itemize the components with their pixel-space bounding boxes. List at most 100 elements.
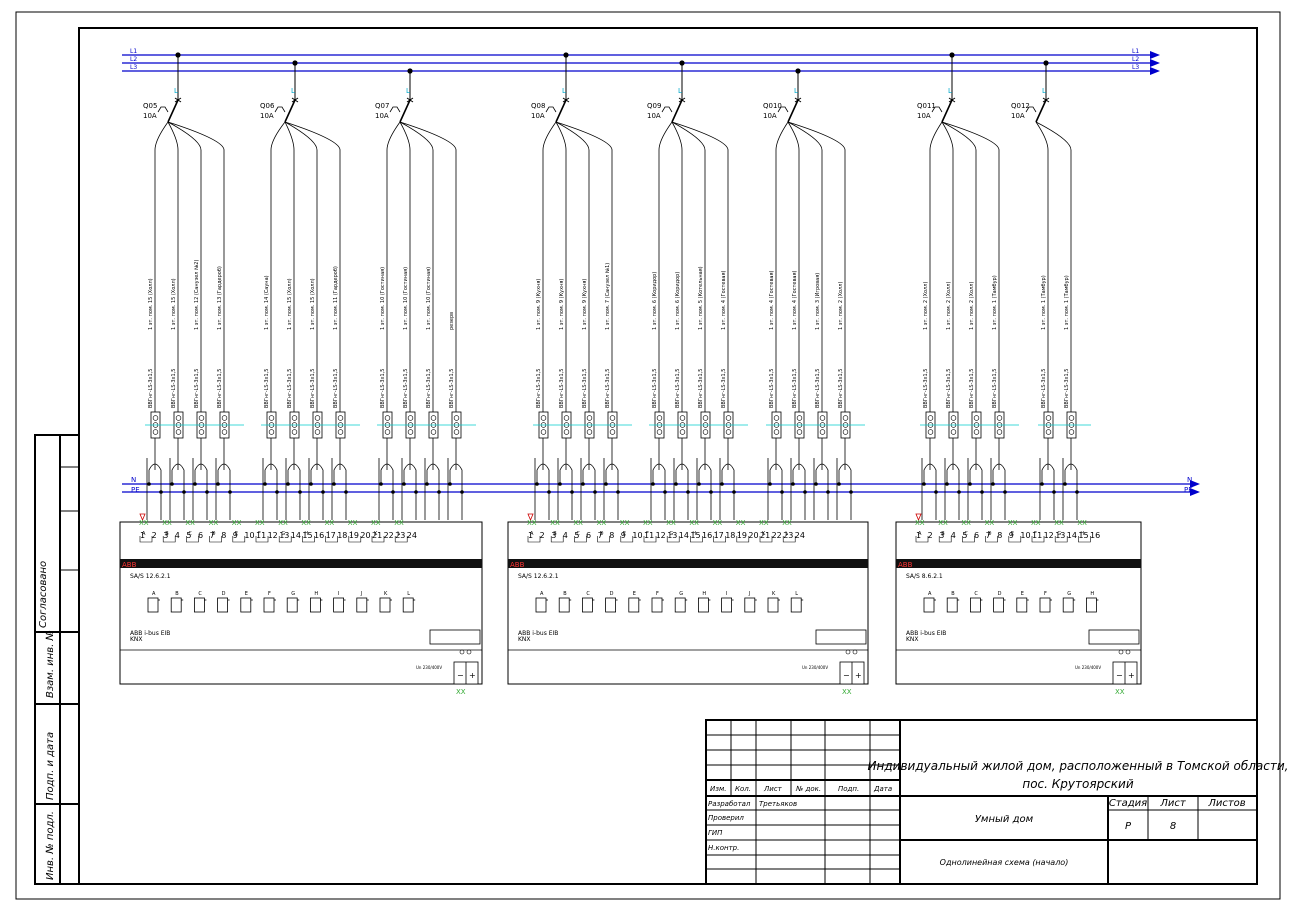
terminal-number: 14 — [679, 531, 689, 540]
circuit-8-1: 1 эт. пом. 1 (Тамбур)ВВГнг-LS-3х1,5 — [1035, 121, 1056, 520]
breaker-trip-mark — [291, 97, 299, 103]
circuit-6-2: 1 эт. пом. 4 (Гостевая)ВВГнг-LS-3х1,5 — [787, 121, 807, 520]
terminal-number: 5 — [186, 531, 191, 540]
actuator-drop-line — [449, 463, 463, 520]
actuator-drop-line — [792, 463, 806, 520]
circuit-1-1: 1 эт. пом. 15 (Холл)ВВГнг-LS-3х1,5 — [146, 121, 169, 520]
actuator-drop-line — [698, 463, 712, 520]
cable-label: ВВГнг-LS-3х1,5 — [217, 369, 223, 408]
circuit-description: 1 эт. пом. 9 (Кухня) — [559, 279, 565, 330]
circuit-line — [775, 121, 789, 470]
channel-label: F — [1044, 591, 1047, 597]
terminal-number: 12 — [1044, 531, 1054, 540]
breaker-thermal-symbol — [661, 106, 673, 113]
relay-contact-icon — [946, 597, 958, 613]
bus-wire-marks: XX — [842, 688, 852, 696]
actuator-drop-line — [605, 463, 619, 520]
wire-marks: XX — [139, 519, 149, 527]
circuit-description: 1 эт. пом. 9 (Кухня) — [536, 279, 542, 330]
terminal-screw — [679, 429, 686, 435]
terminal-pair-bracket — [1054, 536, 1068, 543]
terminal-screw — [656, 429, 663, 435]
actuator-drop-line — [264, 463, 278, 520]
relay-contact-icon — [721, 597, 732, 613]
sheet-header: Лист — [1159, 798, 1187, 809]
circuit-line — [941, 121, 1000, 470]
terminal-number: 3 — [939, 531, 944, 540]
circuit-4-1: 1 эт. пом. 9 (Кухня)ВВГнг-LS-3х1,5 — [534, 121, 557, 520]
terminal-number: 1 — [916, 531, 921, 540]
terminal-pair-bracket — [550, 536, 564, 543]
terminal-screw — [996, 415, 1003, 421]
wire-marks: XX — [961, 519, 971, 527]
terminal-screw — [430, 429, 437, 435]
channel-label: J — [748, 591, 750, 597]
cable-label: ВВГнг-LS-3х1,5 — [380, 369, 386, 408]
terminal-number: 2 — [540, 531, 545, 540]
terminal-screw — [996, 429, 1003, 435]
cable-label: ВВГнг-LS-3х1,5 — [559, 369, 565, 408]
terminal-number: 22 — [384, 531, 394, 540]
actuator-model: SA/S 12.6.2.1 — [130, 573, 171, 580]
circuit-line — [284, 121, 318, 470]
circuit-line — [270, 121, 286, 470]
bus-label-l3: L3 — [130, 64, 137, 71]
side-label-sign-date: Подп. и дата — [45, 732, 56, 800]
terminal-number: 17 — [714, 531, 724, 540]
breaker-trip-mark — [794, 97, 802, 103]
actuator-drop-line — [946, 463, 960, 520]
terminal-screw — [950, 415, 957, 421]
channel-label-top: L — [397, 531, 400, 537]
channel-label: A — [152, 591, 156, 597]
cable-label: ВВГнг-LS-3х1,5 — [264, 369, 270, 408]
wire-marks: XX — [620, 519, 630, 527]
terminal-number: 18 — [337, 531, 347, 540]
relay-contact-icon — [1062, 597, 1074, 613]
channel-label: B — [951, 591, 955, 597]
bus-wire-marks: XX — [456, 688, 466, 696]
wire-marks: XX — [782, 519, 792, 527]
channel-label-top: C — [188, 531, 192, 537]
channel-label: F — [268, 591, 271, 597]
terminal-screw — [198, 415, 205, 421]
terminal-screw — [152, 429, 159, 435]
breaker-contact — [399, 99, 411, 123]
terminal-number: 24 — [407, 531, 417, 540]
project-title-line-2: пос. Крутоярский — [1022, 777, 1133, 791]
actuator-brand-strip — [120, 559, 482, 568]
actuator-label-field — [1088, 629, 1140, 645]
circuit-description: 1 эт. пом. 2 (Холл) — [969, 282, 975, 330]
circuit-5-2: 1 эт. пом. 6 (Коридор)ВВГнг-LS-3х1,5 — [671, 121, 690, 520]
actuator-drop-line — [217, 463, 231, 520]
breaker-id-label: Q06 — [260, 102, 275, 110]
actuator-knx-label: KNX — [906, 636, 919, 643]
channel-label-top: F — [258, 531, 261, 537]
channel-label: H — [702, 591, 706, 597]
terminal-screw — [819, 429, 826, 435]
actuator-drop-line — [652, 463, 666, 520]
channel-label-top: G — [281, 531, 285, 537]
actuator-brand: ABB — [510, 561, 525, 569]
actuator-supply-label: Un 230/400V — [802, 665, 828, 670]
terminal-screw — [563, 429, 570, 435]
relay-contact-icon — [970, 597, 981, 613]
terminal-pair-bracket — [278, 536, 292, 543]
breaker-id-label: Q05 — [143, 102, 157, 110]
wire-marks: XX — [573, 519, 583, 527]
wire-marks: XX — [325, 519, 335, 527]
breaker-thermal-symbol — [777, 106, 789, 113]
circuit-2-1: 1 эт. пом. 14 (Сауна)ВВГнг-LS-3х1,5 — [262, 121, 286, 520]
terminal-screw — [175, 429, 182, 435]
actuator-drop-line — [403, 463, 417, 520]
terminal-number: 8 — [221, 531, 226, 540]
terminal-number: 11 — [256, 531, 266, 540]
bus-label-l2: L2 — [130, 56, 137, 63]
terminal-number: 14 — [1067, 531, 1077, 540]
tb-header-kol: Кол. — [735, 785, 751, 793]
actuator-model: SA/S 12.6.2.1 — [518, 573, 559, 580]
breaker-contact — [555, 99, 567, 123]
terminal-pair-bracket — [938, 536, 952, 543]
terminal-screw — [175, 415, 182, 421]
terminal-screw — [314, 415, 321, 421]
